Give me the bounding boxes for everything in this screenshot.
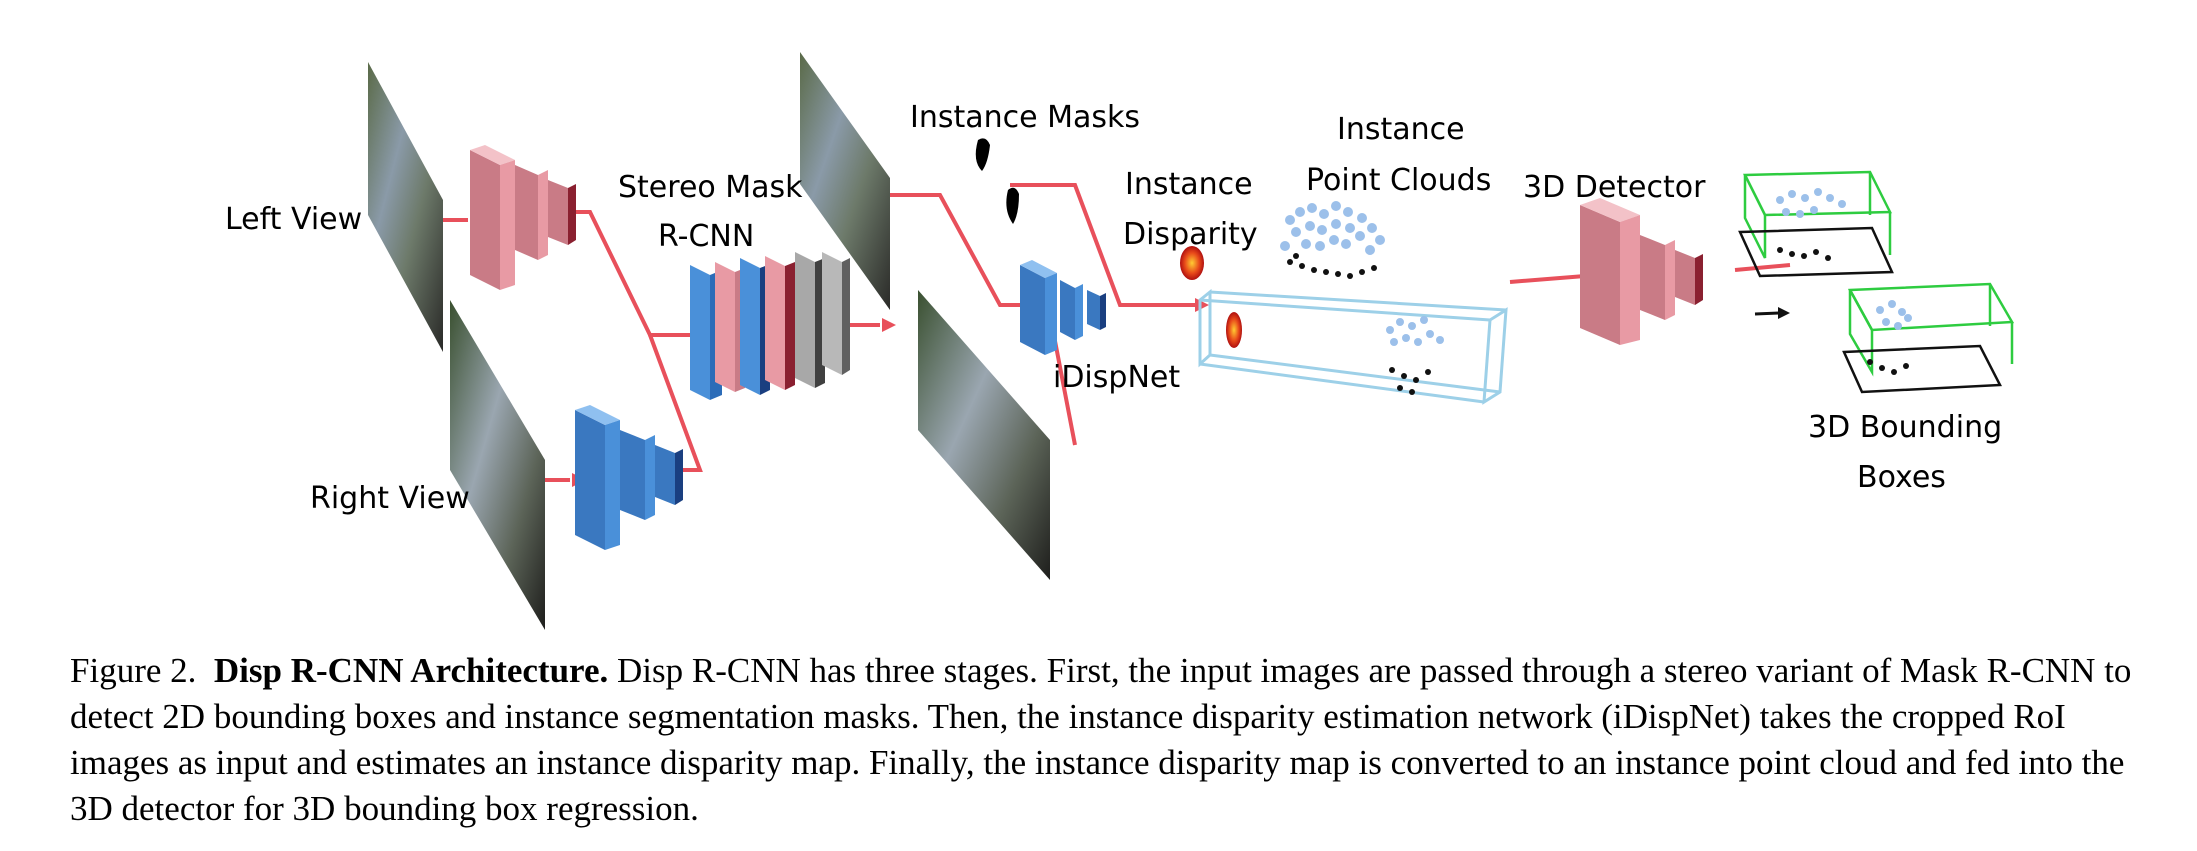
label-stereo-mask: Stereo Mask <box>618 170 803 205</box>
frustum-disparity <box>1226 312 1242 348</box>
label-idispnet: iDispNet <box>1053 360 1180 395</box>
instance-point-cloud-shadow <box>1287 253 1377 279</box>
connection-arrows <box>443 183 1791 482</box>
3d-detector-block <box>1580 198 1703 345</box>
label-right-view: Right View <box>310 481 470 516</box>
caption-figure-number: Figure 2. <box>70 651 197 690</box>
left-view-image <box>368 62 443 352</box>
left-roi-image <box>800 52 890 310</box>
stereo-rcnn-blocks <box>690 252 850 400</box>
pointcloud-frustum <box>1198 288 1508 405</box>
label-rcnn: R-CNN <box>658 219 754 254</box>
instance-disparity-map <box>1180 246 1204 280</box>
right-roi-image <box>918 290 1050 580</box>
label-left-view: Left View <box>225 202 362 237</box>
idispnet-blocks <box>1020 260 1106 355</box>
figure-caption: Figure 2. Disp R-CNN Architecture. Disp … <box>70 648 2150 832</box>
right-view-image <box>450 300 545 630</box>
frustum-point-cloud <box>1386 316 1444 346</box>
label-boxes: Boxes <box>1857 460 1946 495</box>
instance-mask-2 <box>1006 187 1019 224</box>
architecture-diagram: Left View Right View Stereo Mask R-CNN I… <box>225 52 2015 630</box>
label-3d-bounding: 3D Bounding <box>1808 410 2002 445</box>
caption-text: Disp R-CNN has three stages. First, the … <box>70 651 2132 828</box>
left-backbone-blocks <box>470 145 576 290</box>
right-backbone-blocks <box>575 405 683 550</box>
label-point-clouds-2: Point Clouds <box>1306 163 1491 198</box>
caption-title: Disp R-CNN Architecture. <box>213 651 609 690</box>
3d-bbox-output-2 <box>1842 282 2015 394</box>
label-point-clouds-1: Instance <box>1337 112 1465 147</box>
label-3d-detector: 3D Detector <box>1523 170 1706 205</box>
bbox-arrow <box>1754 307 1790 319</box>
instance-point-cloud <box>1280 201 1385 255</box>
label-instance-disparity-1: Instance <box>1125 167 1253 202</box>
label-instance-disparity-2: Disparity <box>1123 217 1258 252</box>
3d-bbox-output-1 <box>1738 170 1894 278</box>
instance-mask-1 <box>975 138 990 171</box>
frustum-point-shadow <box>1389 367 1431 395</box>
label-instance-masks: Instance Masks <box>910 100 1140 135</box>
